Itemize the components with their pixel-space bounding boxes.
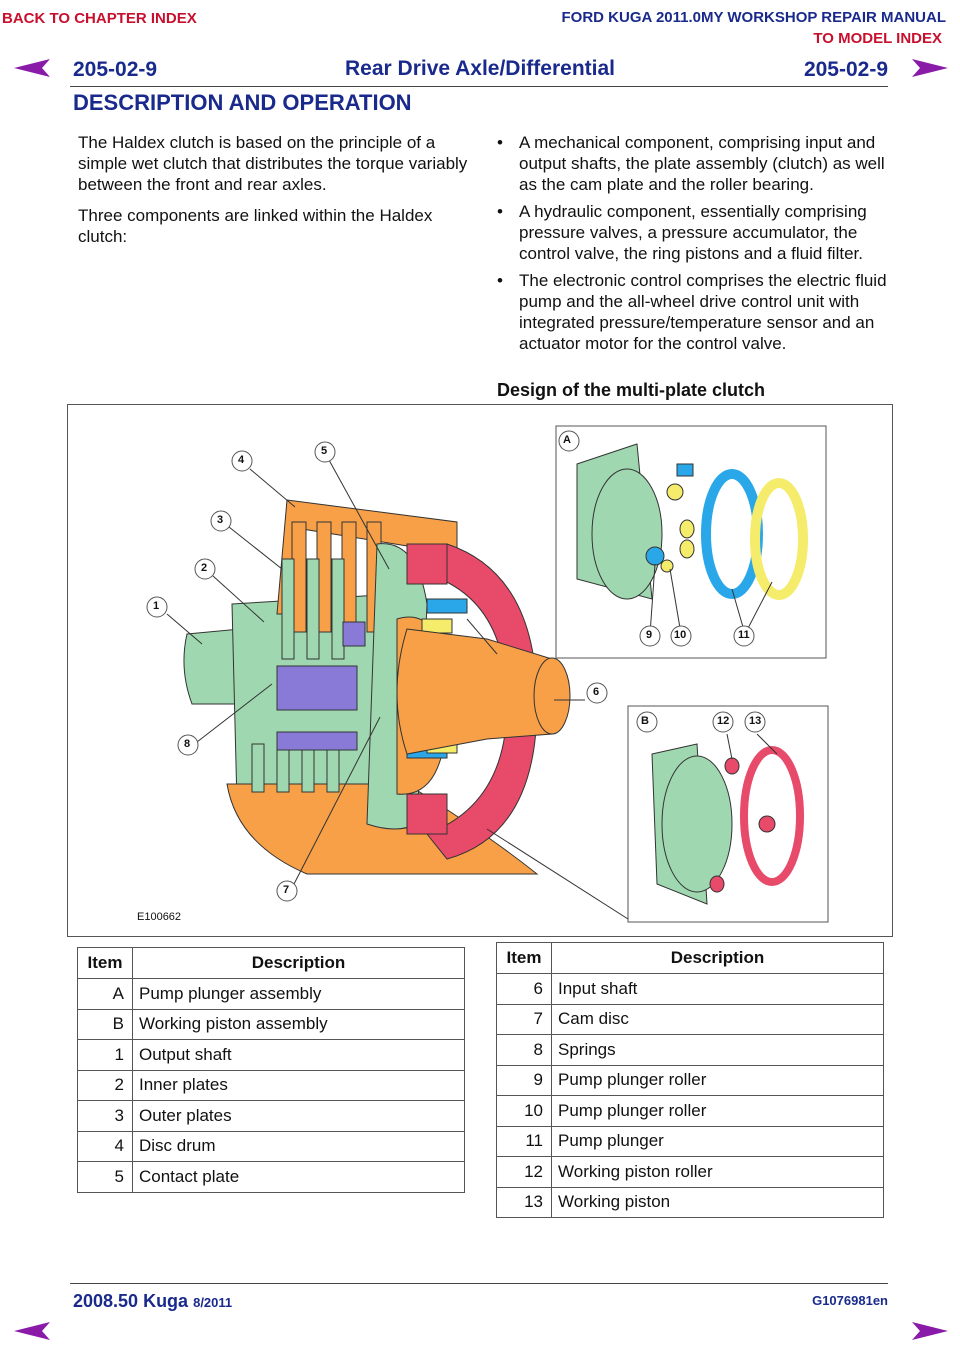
header-description: Description bbox=[551, 942, 884, 974]
to-model-index-link[interactable]: TO MODEL INDEX bbox=[813, 30, 942, 47]
table-header-row: Item Description bbox=[496, 942, 884, 974]
bullet-electronic: The electronic control comprises the ele… bbox=[497, 270, 891, 354]
item-code: 3 bbox=[77, 1100, 133, 1132]
item-description: Pump plunger assembly bbox=[132, 978, 465, 1010]
manual-title: FORD KUGA 2011.0MY WORKSHOP REPAIR MANUA… bbox=[561, 9, 947, 26]
item-description: Disc drum bbox=[132, 1130, 465, 1162]
item-code: 4 bbox=[77, 1130, 133, 1162]
item-description: Contact plate bbox=[132, 1161, 465, 1193]
item-description: Outer plates bbox=[132, 1100, 465, 1132]
table-header-row: Item Description bbox=[77, 947, 465, 979]
intro-text: The Haldex clutch is based on the princi… bbox=[78, 132, 468, 247]
bottom-prev-page-arrow-icon[interactable] bbox=[14, 1320, 54, 1342]
item-description: Output shaft bbox=[132, 1039, 465, 1071]
page-number-left: 205-02-9 bbox=[73, 58, 158, 81]
item-code: 6 bbox=[496, 973, 552, 1005]
callout-9: 9 bbox=[646, 629, 653, 641]
component-bullet-list: A mechanical component, comprising input… bbox=[497, 132, 891, 360]
item-code: B bbox=[77, 1008, 133, 1040]
item-code: 11 bbox=[496, 1125, 552, 1157]
item-description: Pump plunger roller bbox=[551, 1064, 884, 1096]
callout-b: B bbox=[641, 715, 649, 727]
figure-code: E100662 bbox=[137, 911, 182, 923]
callout-11: 11 bbox=[738, 629, 750, 641]
item-description: Working piston bbox=[551, 1186, 884, 1218]
item-code: 7 bbox=[496, 1003, 552, 1035]
callout-6: 6 bbox=[593, 686, 600, 698]
bullet-hydraulic: A hydraulic component, essentially compr… bbox=[497, 201, 891, 264]
callout-7: 7 bbox=[283, 884, 290, 896]
item-description: Cam disc bbox=[551, 1003, 884, 1035]
footer-rule bbox=[70, 1283, 888, 1284]
bottom-next-page-arrow-icon[interactable] bbox=[908, 1320, 948, 1342]
item-code: 1 bbox=[77, 1039, 133, 1071]
item-description: Input shaft bbox=[551, 973, 884, 1005]
callout-4: 4 bbox=[238, 454, 245, 466]
callout-a: A bbox=[563, 434, 571, 446]
item-description: Pump plunger roller bbox=[551, 1095, 884, 1127]
bullet-mechanical: A mechanical component, comprising input… bbox=[497, 132, 891, 195]
item-description: Springs bbox=[551, 1034, 884, 1066]
chapter-title: Rear Drive Axle/Differential bbox=[345, 57, 615, 80]
prev-page-arrow-icon[interactable] bbox=[14, 57, 54, 79]
header-item: Item bbox=[77, 947, 133, 979]
footer-code: G1076981en bbox=[812, 1293, 888, 1308]
item-code: 10 bbox=[496, 1095, 552, 1127]
item-code: 5 bbox=[77, 1161, 133, 1193]
multi-plate-clutch-diagram bbox=[67, 404, 893, 937]
callout-2: 2 bbox=[201, 562, 208, 574]
item-code: 12 bbox=[496, 1156, 552, 1188]
item-code: 8 bbox=[496, 1034, 552, 1066]
item-code: A bbox=[77, 978, 133, 1010]
intro-paragraph-2: Three components are linked within the H… bbox=[78, 206, 433, 246]
callout-13: 13 bbox=[749, 715, 762, 727]
item-description: Working piston assembly bbox=[132, 1008, 465, 1040]
callout-12: 12 bbox=[717, 715, 730, 727]
footer-model-name: 2008.50 Kuga bbox=[73, 1291, 189, 1311]
callout-5: 5 bbox=[321, 445, 328, 457]
callout-10: 10 bbox=[674, 629, 687, 641]
item-code: 2 bbox=[77, 1069, 133, 1101]
callout-3: 3 bbox=[217, 514, 224, 526]
item-code: 9 bbox=[496, 1064, 552, 1096]
next-page-arrow-icon[interactable] bbox=[908, 57, 948, 79]
page-number-right: 205-02-9 bbox=[803, 58, 888, 81]
item-description: Pump plunger bbox=[551, 1125, 884, 1157]
header-item: Item bbox=[496, 942, 552, 974]
item-description: Inner plates bbox=[132, 1069, 465, 1101]
callout-layer: A B 1 2 3 4 5 6 7 8 9 10 11 12 13 E10066… bbox=[67, 404, 893, 937]
figure-heading: Design of the multi-plate clutch bbox=[497, 380, 766, 400]
item-description: Working piston roller bbox=[551, 1156, 884, 1188]
intro-paragraph-1: The Haldex clutch is based on the princi… bbox=[78, 133, 468, 194]
header-description: Description bbox=[132, 947, 465, 979]
callout-8: 8 bbox=[184, 738, 191, 750]
footer-model: 2008.50 Kuga 8/2011 bbox=[73, 1291, 232, 1312]
section-title: DESCRIPTION AND OPERATION bbox=[73, 90, 412, 115]
callout-1: 1 bbox=[153, 600, 160, 612]
item-code: 13 bbox=[496, 1186, 552, 1218]
footer-date: 8/2011 bbox=[193, 1295, 233, 1310]
header-rule bbox=[70, 86, 888, 87]
back-to-chapter-index-link[interactable]: BACK TO CHAPTER INDEX bbox=[2, 10, 197, 27]
